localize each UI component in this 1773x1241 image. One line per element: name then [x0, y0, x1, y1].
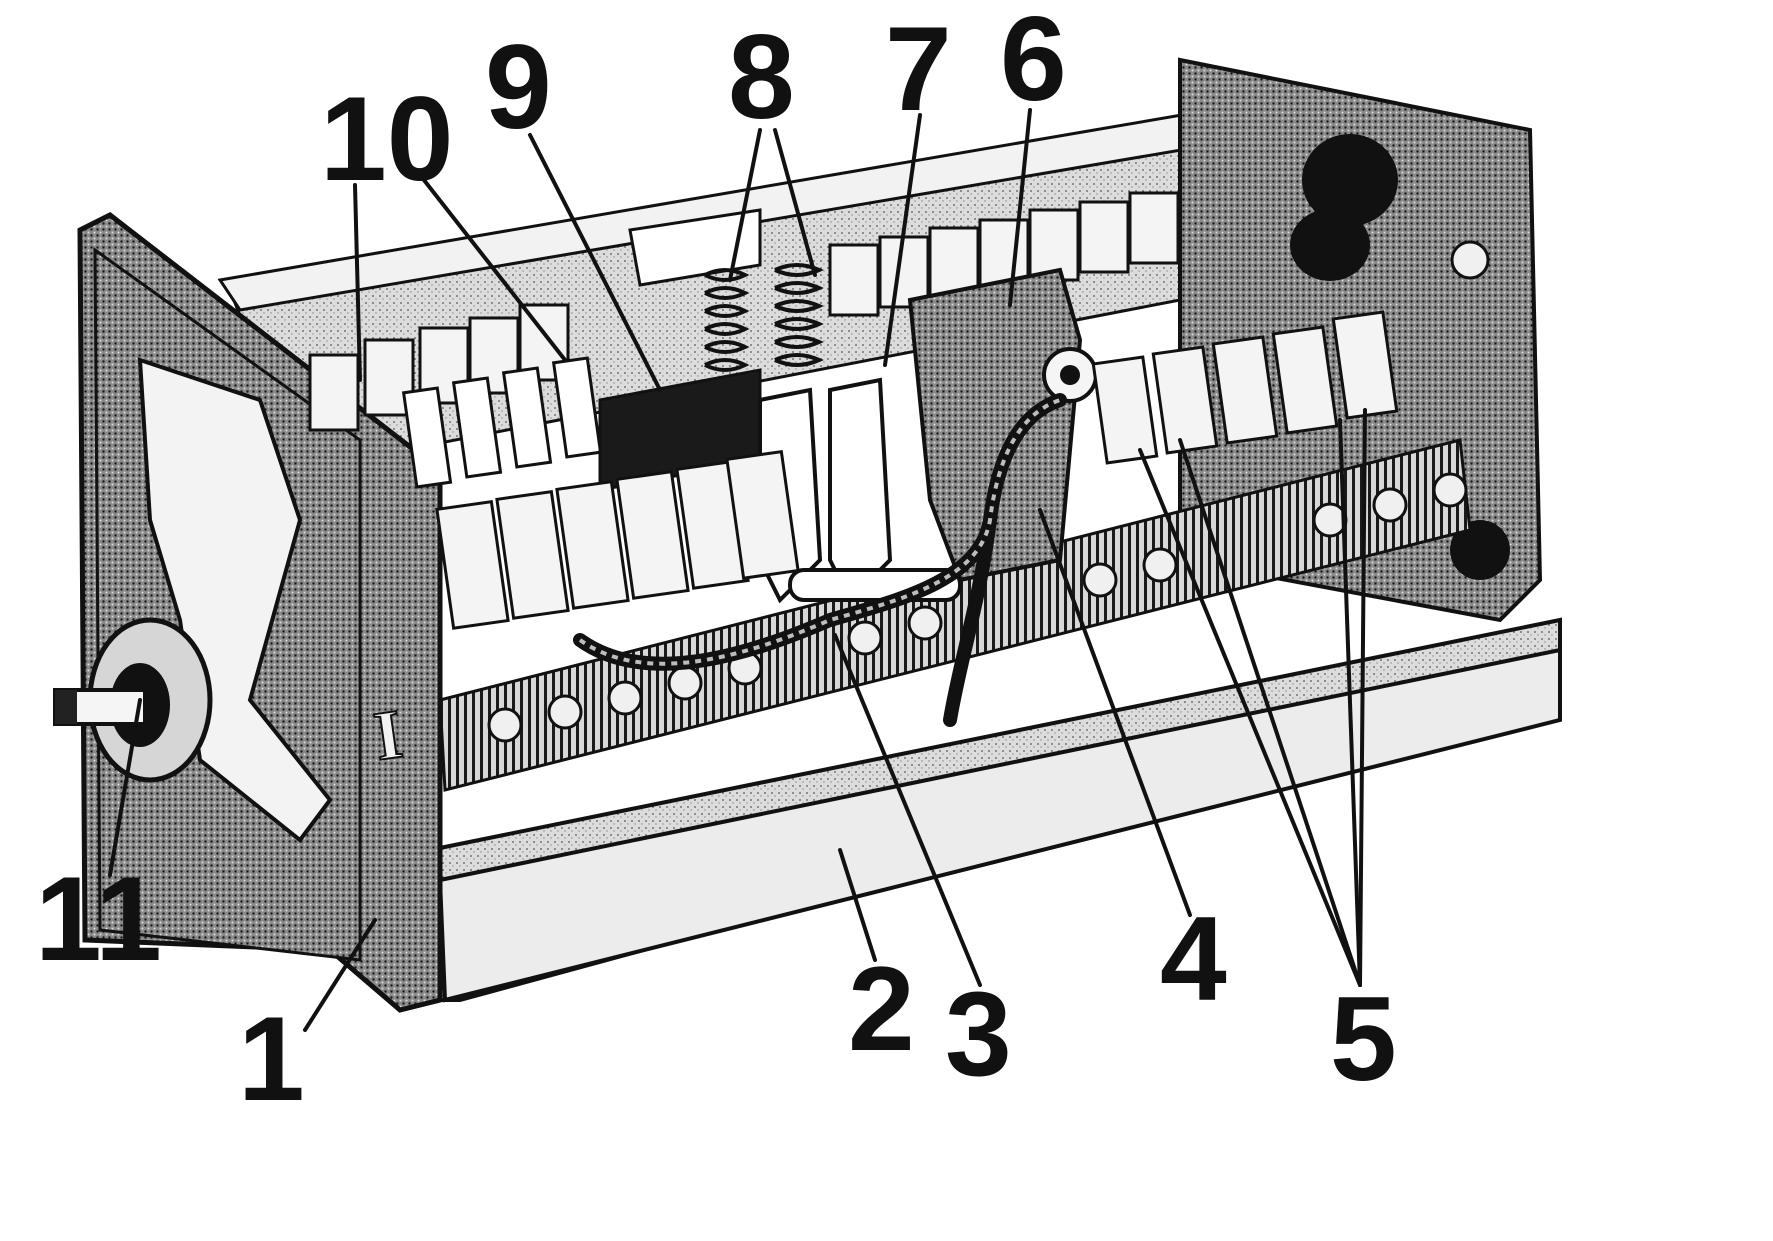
leader-10b: [418, 173, 567, 362]
end-plate-hole-bottom: [1450, 520, 1510, 580]
callout-1: 1: [238, 992, 305, 1126]
leader-5d: [1358, 408, 1367, 987]
end-plate-hole-lower: [1290, 209, 1370, 281]
terminal-screw: [847, 620, 883, 656]
coil-spring-left: [704, 268, 750, 372]
leader-8b: [773, 128, 817, 277]
leader-lines: [108, 108, 1367, 1032]
callout-2: 2: [848, 942, 915, 1076]
contact-fingers: [401, 356, 603, 489]
front-contact-blocks: [435, 310, 1399, 630]
ribbed-terminal-base: [438, 438, 1472, 792]
terminal-strip: [438, 438, 1472, 792]
contact-finger: [401, 386, 453, 489]
contact-block: [555, 479, 630, 610]
contact-block: [878, 235, 930, 309]
lever-right: [828, 377, 893, 604]
contact-block: [308, 353, 360, 432]
callout-10: 10: [320, 72, 453, 206]
cam-lever: [137, 357, 333, 843]
terminal-screw: [1142, 547, 1178, 583]
contact-block: [1211, 335, 1279, 445]
leader-4: [1038, 508, 1192, 917]
contact-finger: [501, 366, 553, 469]
contact-block: [615, 469, 690, 600]
contact-block: [1128, 191, 1180, 265]
contact-block: [1028, 208, 1080, 282]
terminal-screw: [1432, 472, 1468, 508]
leader-6: [1008, 108, 1032, 307]
contact-block: [1151, 345, 1219, 455]
leader-3: [833, 633, 982, 987]
leader-11: [108, 698, 142, 877]
callout-6: 6: [1000, 0, 1067, 126]
contact-block: [725, 449, 800, 580]
leader-10a: [353, 183, 362, 382]
contact-block: [1091, 355, 1159, 465]
terminal-screw: [607, 680, 643, 716]
coil-spring-right: [774, 263, 824, 367]
leader-5b: [1178, 438, 1362, 987]
terminal-screw: [547, 694, 583, 730]
contact-block: [495, 489, 570, 620]
end-plate-hole-upper: [1302, 134, 1398, 226]
terminal-screw: [667, 665, 703, 701]
terminal-screw: [1372, 487, 1408, 523]
leader-5a: [1138, 448, 1362, 987]
contact-block: [363, 338, 415, 417]
leader-2: [838, 848, 877, 962]
leader-9: [528, 133, 662, 392]
terminal-screw: [1082, 562, 1118, 598]
terminal-screw: [487, 707, 523, 743]
bracket-knob-center: [1060, 365, 1080, 385]
contact-block: [1271, 325, 1339, 435]
callout-8: 8: [728, 10, 795, 144]
callout-5: 5: [1330, 972, 1397, 1106]
drive-shaft-square-end: [55, 690, 77, 724]
leader-7: [883, 113, 922, 367]
terminal-screw: [1312, 502, 1348, 538]
callout-4: 4: [1160, 892, 1227, 1026]
contact-block: [828, 243, 880, 317]
contact-block: [435, 499, 510, 630]
callout-9: 9: [485, 20, 552, 154]
leader-8a: [728, 128, 762, 282]
barrier-plate: [628, 208, 762, 287]
terminal-screw: [907, 605, 943, 641]
contact-block: [1078, 200, 1130, 274]
leader-1: [303, 918, 377, 1032]
contact-block: [1331, 310, 1399, 420]
callout-11: 11: [35, 852, 162, 986]
springs: [704, 263, 824, 372]
callout-labels: 1 2 3 4 5 6 7 8 9 10 11: [35, 0, 1397, 1126]
contact-finger: [551, 356, 603, 459]
callout-7: 7: [885, 2, 952, 136]
end-plate-nut: [1450, 240, 1490, 280]
contact-finger: [451, 376, 503, 479]
terminal-screws: [487, 472, 1468, 743]
cable-harness-highlight: [578, 398, 1061, 666]
callout-3: 3: [945, 967, 1012, 1101]
leader-5c: [1338, 418, 1362, 987]
